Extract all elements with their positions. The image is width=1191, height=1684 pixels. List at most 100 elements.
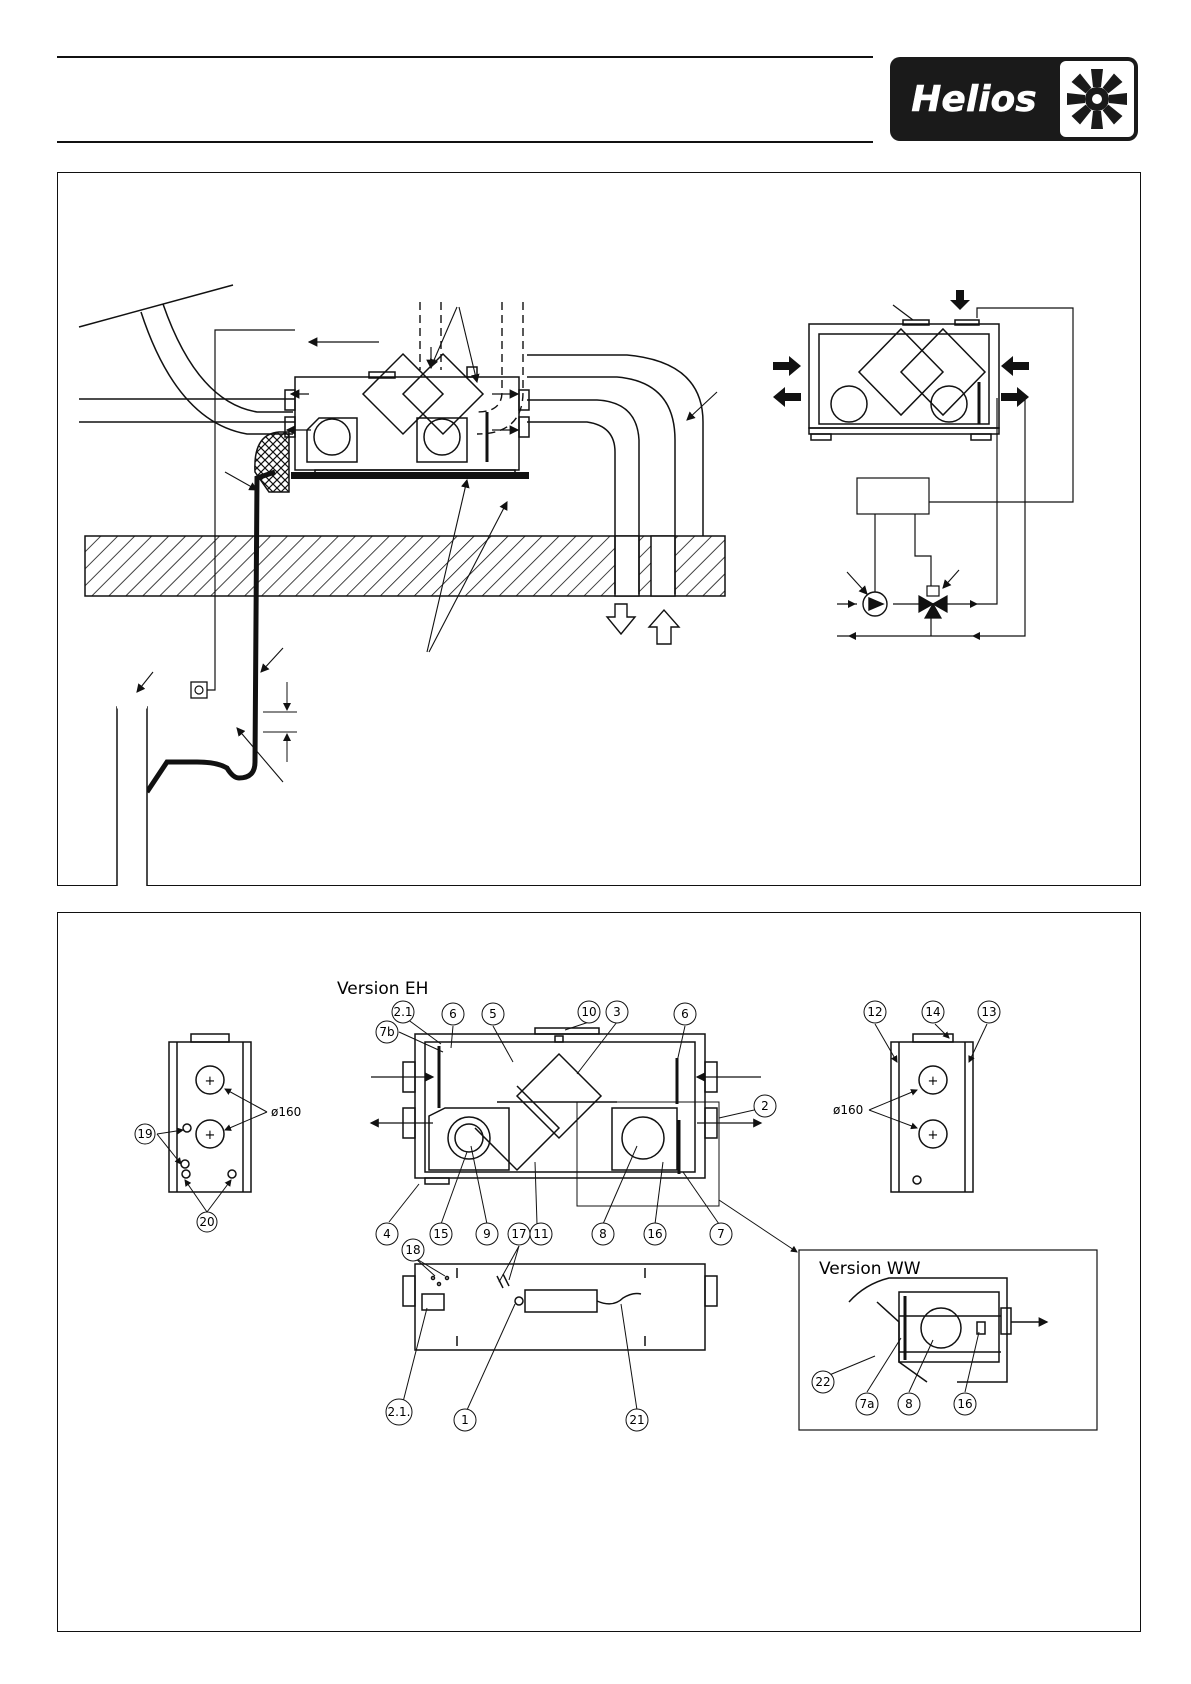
unit-version-eh bbox=[403, 1028, 719, 1206]
svg-text:10: 10 bbox=[581, 1005, 596, 1019]
callout-21: 21 bbox=[626, 1409, 648, 1431]
callout-10: 10 bbox=[578, 1001, 600, 1023]
callout-8: 8 bbox=[592, 1223, 614, 1245]
outlet-arrow-down bbox=[607, 604, 635, 634]
callout-7b: 7b bbox=[376, 1021, 398, 1043]
callout-2-1-bottom: 2.1. bbox=[386, 1399, 412, 1425]
svg-text:2: 2 bbox=[761, 1099, 769, 1113]
callout-20: 20 bbox=[197, 1212, 217, 1232]
ventilation-unit-side bbox=[285, 354, 529, 476]
control-cable bbox=[207, 330, 295, 690]
unit-ww-schematic bbox=[809, 320, 999, 440]
callout-5: 5 bbox=[482, 1003, 504, 1025]
svg-text:4: 4 bbox=[383, 1227, 391, 1241]
svg-text:20: 20 bbox=[199, 1215, 214, 1229]
callout-4: 4 bbox=[376, 1223, 398, 1245]
leader-lines-top bbox=[431, 307, 477, 382]
leader-hose bbox=[261, 648, 283, 672]
callout-16-ww: 16 bbox=[954, 1393, 976, 1415]
plus-sign: + bbox=[928, 1074, 939, 1089]
callout-11: 11 bbox=[530, 1223, 552, 1245]
fan-wheel-icon bbox=[1067, 69, 1127, 129]
figure-2-components-diagram: + + ø160 19 20 Version EH bbox=[57, 912, 1141, 1632]
svg-text:19: 19 bbox=[137, 1127, 152, 1141]
callout-15: 15 bbox=[430, 1223, 452, 1245]
leader-valve bbox=[943, 570, 959, 588]
circulation-pump bbox=[863, 592, 887, 616]
leader-pump bbox=[847, 572, 867, 594]
svg-text:18: 18 bbox=[405, 1243, 420, 1257]
end-view-left bbox=[169, 1034, 251, 1192]
header-rule-bottom bbox=[57, 141, 873, 143]
svg-text:5: 5 bbox=[489, 1007, 497, 1021]
svg-text:1: 1 bbox=[461, 1413, 469, 1427]
floor-slab bbox=[85, 536, 725, 596]
insulation-block bbox=[255, 432, 289, 492]
siphon-dimension bbox=[263, 682, 297, 762]
callout-2: 2 bbox=[754, 1095, 776, 1117]
callout-17: 17 bbox=[508, 1223, 530, 1245]
condensate-hose bbox=[147, 472, 275, 792]
callout-18: 18 bbox=[402, 1239, 424, 1261]
svg-text:8: 8 bbox=[599, 1227, 607, 1241]
control-switch bbox=[191, 682, 207, 698]
three-way-valve bbox=[919, 586, 947, 618]
leader-duct-right bbox=[687, 392, 717, 420]
svg-text:14: 14 bbox=[925, 1005, 940, 1019]
svg-text:2.1.: 2.1. bbox=[388, 1405, 411, 1419]
svg-text:17: 17 bbox=[511, 1227, 526, 1241]
svg-text:8: 8 bbox=[905, 1397, 913, 1411]
helios-logo: Helios bbox=[888, 55, 1141, 143]
svg-text:11: 11 bbox=[533, 1227, 548, 1241]
callout-7: 7 bbox=[710, 1223, 732, 1245]
leader-siphon bbox=[237, 728, 283, 782]
svg-text:21: 21 bbox=[629, 1413, 644, 1427]
callout-6-right: 6 bbox=[674, 1003, 696, 1025]
unit-plan-view bbox=[403, 1264, 717, 1350]
svg-text:13: 13 bbox=[981, 1005, 996, 1019]
callout-16: 16 bbox=[644, 1223, 666, 1245]
plus-sign: + bbox=[205, 1128, 216, 1143]
svg-text:16: 16 bbox=[957, 1397, 972, 1411]
drain-stack bbox=[117, 707, 147, 886]
callout-22: 22 bbox=[812, 1371, 834, 1393]
svg-text:7: 7 bbox=[717, 1227, 725, 1241]
svg-text:22: 22 bbox=[815, 1375, 830, 1389]
roof-duct bbox=[141, 304, 293, 434]
leader-insulation bbox=[225, 472, 257, 490]
callout-8-ww: 8 bbox=[898, 1393, 920, 1415]
version-ww-label: Version WW bbox=[819, 1259, 921, 1279]
diameter-label-side: ø160 bbox=[833, 1103, 863, 1117]
leader-stack bbox=[137, 672, 153, 692]
svg-text:3: 3 bbox=[613, 1005, 621, 1019]
callout-9: 9 bbox=[476, 1223, 498, 1245]
callout-14: 14 bbox=[922, 1001, 944, 1023]
left-ducts bbox=[79, 399, 297, 422]
svg-text:9: 9 bbox=[483, 1227, 491, 1241]
vibration-mount bbox=[291, 472, 529, 479]
svg-text:12: 12 bbox=[867, 1005, 882, 1019]
callout-1: 1 bbox=[454, 1409, 476, 1431]
diameter-label-front: ø160 bbox=[271, 1105, 301, 1119]
svg-text:6: 6 bbox=[681, 1007, 689, 1021]
end-view-right bbox=[891, 1034, 973, 1192]
header-rule-top bbox=[57, 56, 873, 58]
svg-text:2.1: 2.1 bbox=[393, 1005, 412, 1019]
figure-1-installation-diagram bbox=[57, 172, 1141, 886]
svg-text:16: 16 bbox=[647, 1227, 662, 1241]
svg-text:15: 15 bbox=[433, 1227, 448, 1241]
plus-sign: + bbox=[928, 1128, 939, 1143]
logo-text: Helios bbox=[911, 79, 1036, 120]
version-eh-label: Version EH bbox=[337, 979, 428, 999]
callout-7a: 7a bbox=[856, 1393, 878, 1415]
svg-text:6: 6 bbox=[449, 1007, 457, 1021]
callout-3: 3 bbox=[606, 1001, 628, 1023]
svg-text:7a: 7a bbox=[860, 1397, 875, 1411]
roof-line bbox=[79, 285, 233, 327]
svg-text:7b: 7b bbox=[379, 1025, 394, 1039]
callout-12: 12 bbox=[864, 1001, 886, 1023]
callout-19: 19 bbox=[135, 1124, 155, 1144]
plus-sign: + bbox=[205, 1074, 216, 1089]
inlet-arrow-up bbox=[649, 610, 679, 644]
callout-2-1-top: 2.1 bbox=[392, 1001, 414, 1023]
